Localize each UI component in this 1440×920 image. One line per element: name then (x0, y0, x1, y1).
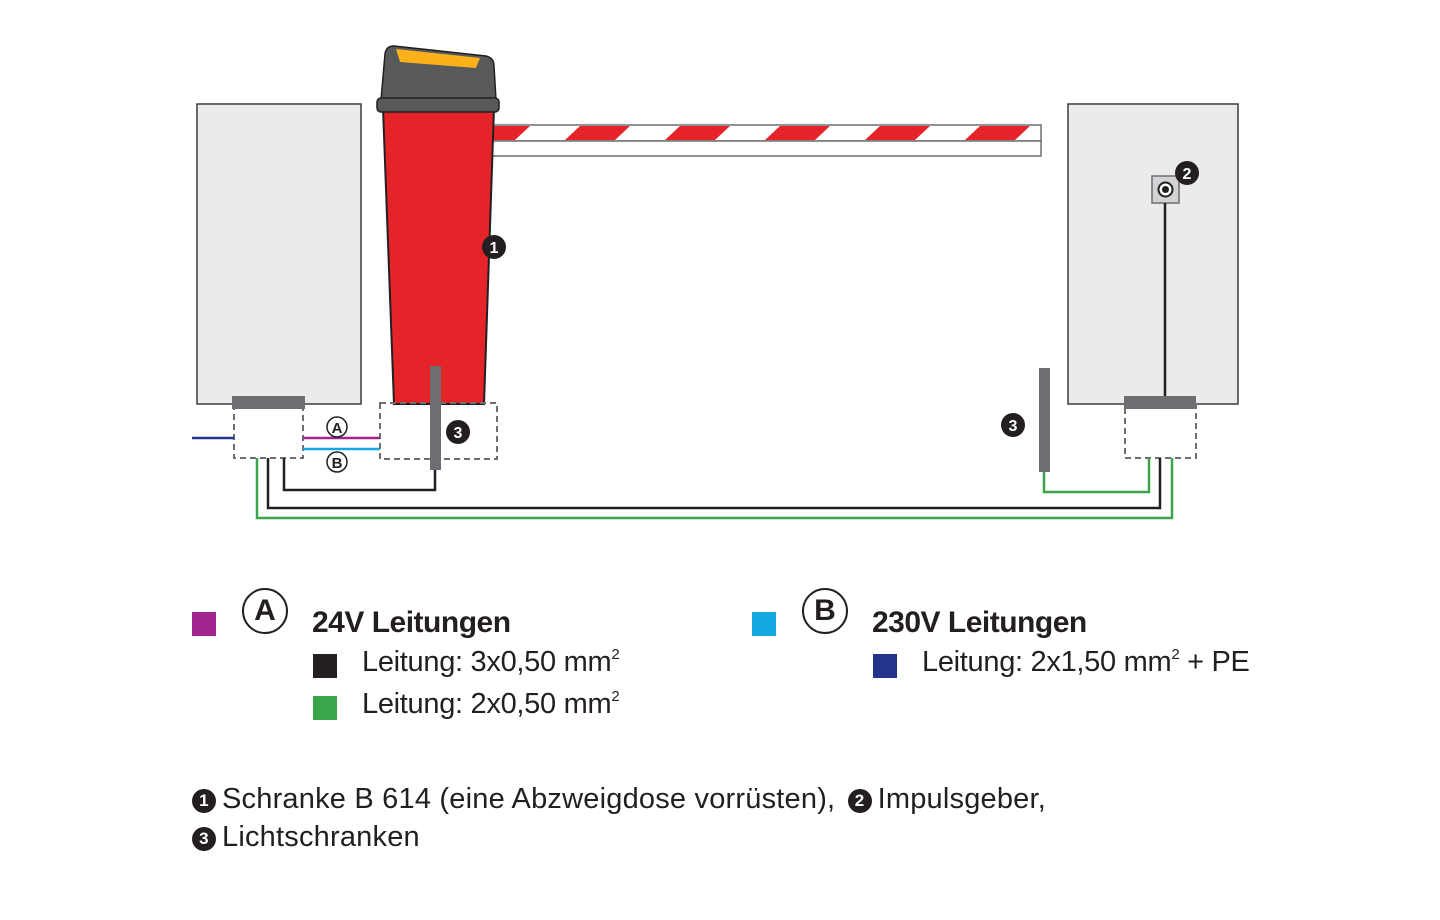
legend-item-black-cable: Leitung: 3x0,50 mm2 (362, 646, 620, 678)
legend-item-navy-cable: Leitung: 2x1,50 mm2 + PE (922, 646, 1250, 678)
legend-letter-b: B (814, 594, 836, 627)
legend-swatch-green (313, 696, 337, 720)
legend-heading-230v: 230V Leitungen (872, 606, 1087, 639)
black-cable-left (282, 458, 437, 492)
boom-arm (489, 124, 1042, 157)
note-number-3: 3 (192, 827, 216, 851)
marker-photocell-right: 3 (1001, 413, 1025, 437)
legend-swatch-purple (192, 612, 216, 636)
legend-heading-24v: 24V Leitungen (312, 606, 511, 639)
svg-text:1: 1 (490, 240, 499, 257)
legend-letter-a: A (254, 594, 276, 627)
right-pillar (1067, 103, 1239, 405)
photocell-post-right (1039, 368, 1050, 472)
pulse-generator (1151, 175, 1180, 204)
barrier-lamp-cap (376, 45, 500, 113)
svg-text:3: 3 (454, 425, 463, 442)
legend-item-green-cable: Leitung: 2x0,50 mm2 (362, 688, 620, 720)
cable-label-a: A (326, 416, 348, 438)
legend-swatch-black (313, 654, 337, 678)
left-pillar-cap (232, 396, 305, 409)
left-pillar (196, 103, 362, 405)
svg-text:A: A (332, 420, 343, 437)
svg-text:2: 2 (1183, 166, 1192, 183)
barrier-wiring-diagram: A B 1 2 3 3 (192, 45, 1239, 520)
legend-swatch-navy (873, 654, 897, 678)
svg-text:3: 3 (1009, 418, 1018, 435)
marker-photocell-left: 3 (446, 420, 470, 444)
marker-pulse-generator: 2 (1175, 161, 1199, 185)
note-text-barrier: Schranke B 614 (eine Abzweigdose vorrüst… (222, 783, 836, 815)
green-cable-right (1042, 458, 1151, 494)
legend-swatch-cyan (752, 612, 776, 636)
right-junction-box (1124, 403, 1197, 459)
photocell-post-left (430, 366, 441, 470)
svg-text:B: B (332, 455, 343, 472)
note-text-pulse: Impulsgeber, (877, 783, 1047, 815)
black-cable-long (266, 458, 1162, 510)
note-number-2: 2 (847, 789, 872, 813)
cable-label-b: B (326, 451, 348, 473)
note-text-photocells: Lichtschranken (222, 821, 420, 853)
green-cable-long (255, 458, 1174, 520)
note-number-1: 1 (192, 789, 216, 813)
legend-circle-b: B (802, 588, 848, 634)
barrier-housing (381, 107, 496, 405)
left-junction-box (233, 403, 304, 459)
legend-circle-a: A (242, 588, 288, 634)
marker-barrier: 1 (482, 235, 506, 259)
right-pillar-cap (1124, 396, 1196, 409)
